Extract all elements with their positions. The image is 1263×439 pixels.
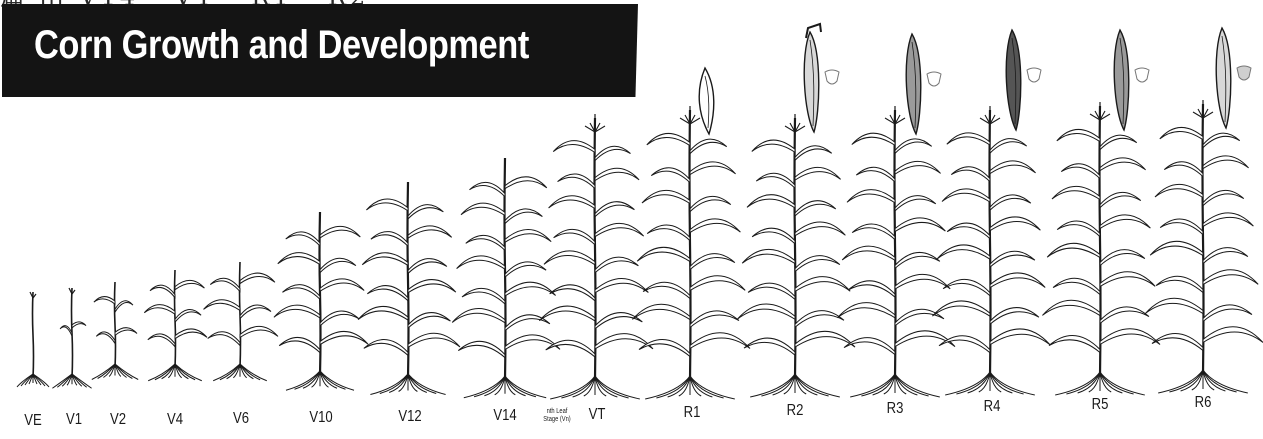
corn-plant [452, 158, 560, 398]
stage-label-r5: R5 [1092, 396, 1109, 414]
ear-inset [1216, 28, 1251, 128]
stage-label-r2: R2 [787, 402, 804, 420]
ear-inset [699, 68, 714, 134]
stage-label-r6: R6 [1195, 394, 1212, 412]
stage-label-v6: V6 [233, 410, 249, 428]
stage-label-vn: nth Leaf Stage (Vn) [541, 408, 574, 424]
stage-label-v4: V4 [167, 411, 183, 429]
corn-plant [274, 212, 368, 390]
stage-label-r3: R3 [887, 400, 904, 418]
stage-label-v14: V14 [493, 407, 516, 425]
corn-plant [144, 270, 207, 381]
stage-label-v12: V12 [398, 408, 421, 426]
stage-label-ve: VE [24, 412, 42, 430]
corn-plant [204, 262, 278, 381]
corn-plant [632, 106, 750, 399]
ear-inset [1006, 30, 1041, 130]
corn-plant [539, 114, 653, 399]
corn-plant [737, 114, 855, 397]
corn-plant [52, 288, 91, 388]
stage-label-vt: VT [589, 406, 606, 424]
corn-plant [932, 106, 1050, 395]
ear-drawings [699, 24, 1251, 134]
ear-inset [906, 34, 941, 134]
ear-inset [1114, 30, 1149, 130]
stage-label-r1: R1 [684, 404, 701, 422]
ear-inset [804, 24, 839, 132]
stage-label-v1: V1 [66, 411, 82, 429]
corn-plant [17, 292, 49, 387]
corn-plant [1042, 102, 1160, 395]
stage-label-r4: R4 [984, 398, 1001, 416]
corn-plant [1145, 100, 1263, 393]
corn-plant [837, 106, 955, 397]
corn-plant [358, 182, 460, 395]
stage-label-v2: V2 [110, 411, 126, 429]
corn-plant [92, 282, 138, 380]
plant-drawings [17, 100, 1263, 399]
stage-label-v10: V10 [309, 409, 332, 427]
